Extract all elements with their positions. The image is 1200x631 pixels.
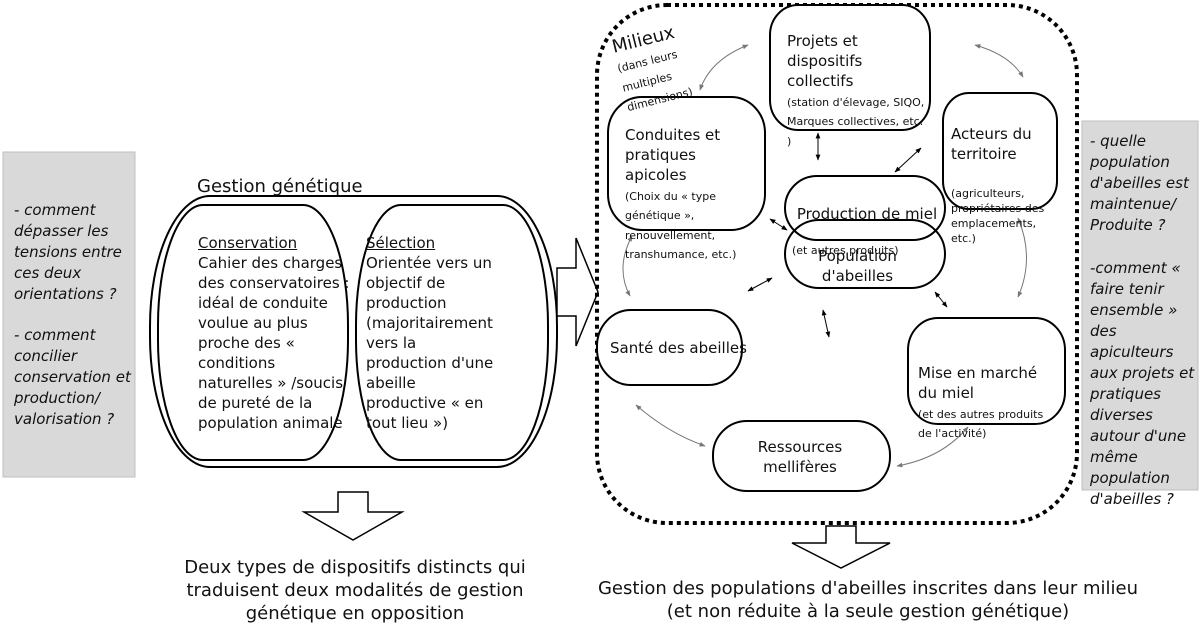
down-arrow-left-shape xyxy=(301,491,405,541)
connector-conduites-projets xyxy=(699,44,749,91)
production-main: Production de miel xyxy=(796,204,938,223)
selection-title: Sélection xyxy=(366,234,436,252)
connector-projets-acteurs xyxy=(974,44,1024,78)
connector-conduites-sante xyxy=(622,235,633,297)
selection-box xyxy=(355,204,549,461)
marche-label: Mise en marché du miel (et des autres pr… xyxy=(918,343,1060,442)
ressources-label: Ressources mellifères xyxy=(757,438,843,476)
marche-node xyxy=(907,317,1066,425)
acteurs-node xyxy=(942,92,1058,210)
connector-ressources-marche xyxy=(896,426,969,468)
right-arrow-shape xyxy=(556,237,599,347)
connector-acteurs-production xyxy=(894,147,922,173)
sante-node xyxy=(596,309,743,386)
projets-label: Projets et dispositifs collectifs (stati… xyxy=(787,11,925,149)
gestion-title: Gestion génétique xyxy=(197,176,363,197)
connector-center xyxy=(821,309,831,338)
connector-sante-ressources xyxy=(635,404,706,447)
selection-text: Orientée vers un objectif de production … xyxy=(366,254,494,432)
marche-detail: (et des autres produits de l'activité) xyxy=(918,407,1044,441)
connector-sante-population xyxy=(747,277,773,292)
population-node xyxy=(784,219,946,289)
connector-conduites-population xyxy=(769,218,788,231)
right-note-question-2: -comment « faire tenir ensemble » des ap… xyxy=(1090,259,1195,508)
left-note-question-2: - comment concilier conservation et prod… xyxy=(14,326,131,428)
bottom-right-caption: Gestion des populations d'abeilles inscr… xyxy=(597,578,1139,622)
conduites-label: Conduites et pratiques apicoles (Choix d… xyxy=(625,105,761,263)
connector-acteurs-marche xyxy=(1017,217,1027,298)
down-arrow-right-shape xyxy=(791,525,891,569)
projets-main: Projets et dispositifs collectifs xyxy=(787,31,863,90)
acteurs-detail: (agriculteurs, propriétaires des emplace… xyxy=(951,187,1045,246)
ressources-node xyxy=(712,420,891,492)
acteurs-label: Acteurs du territoire (agriculteurs, pro… xyxy=(951,104,1055,266)
conservation-box xyxy=(157,204,349,461)
conduites-main: Conduites et pratiques apicoles xyxy=(625,125,721,184)
sante-label: Santé des abeilles xyxy=(610,339,747,357)
marche-main: Mise en marché du miel xyxy=(918,363,1038,402)
projets-node xyxy=(769,4,931,131)
right-note-question-1: - quelle population d'abeilles est maint… xyxy=(1090,132,1189,234)
acteurs-main: Acteurs du territoire xyxy=(951,124,1032,163)
conservation-title: Conservation xyxy=(198,234,298,252)
production-label: Production de miel (et autres produits) xyxy=(792,184,942,278)
conduites-node xyxy=(607,96,766,231)
left-note-box xyxy=(2,151,136,478)
projets-detail: (station d'élevage, SIQO, Marques collec… xyxy=(787,95,925,148)
conduites-detail: (Choix du « type génétique », renouvelle… xyxy=(625,189,737,262)
production-detail: (et autres produits) xyxy=(792,244,899,258)
right-note-box xyxy=(1081,120,1199,491)
population-label: Population d'abeilles xyxy=(818,247,897,285)
bottom-left-caption: Deux types de dispositifs distincts qui … xyxy=(184,557,526,624)
left-note-question-1: - comment dépasser les tensions entre ce… xyxy=(14,201,122,303)
production-node xyxy=(784,175,946,241)
connector-marche-population xyxy=(934,291,948,308)
conservation-text: Cahier des charges des conservatoires : … xyxy=(198,254,350,432)
